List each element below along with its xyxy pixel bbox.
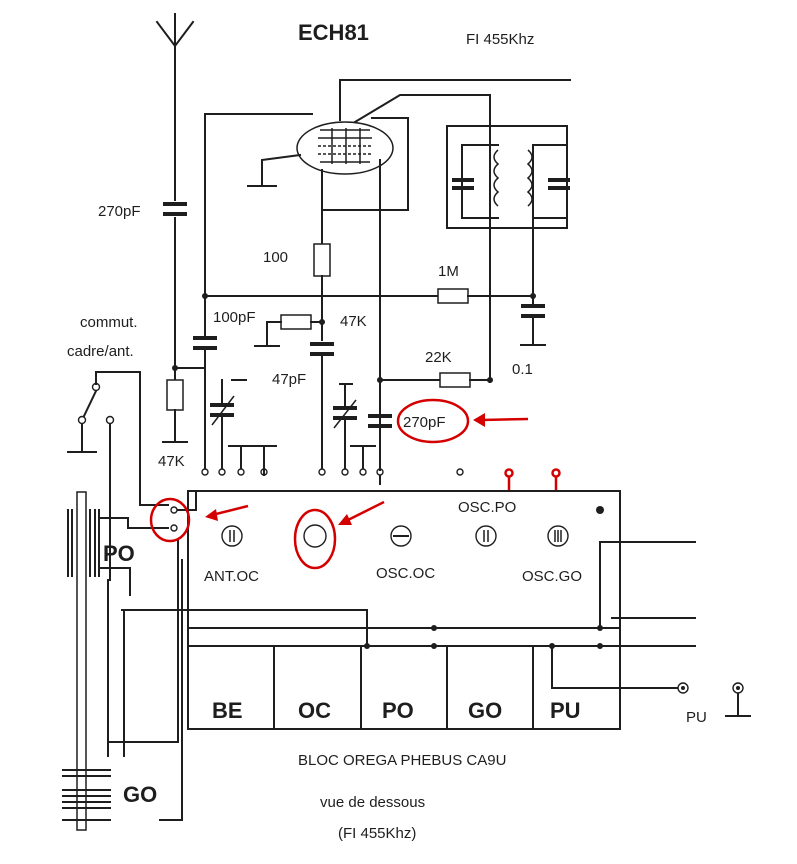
button-be: BE — [212, 698, 243, 723]
capacitor-47pf — [310, 342, 334, 356]
if-transformer — [446, 125, 570, 229]
switch-label-2: cadre/ant. — [67, 343, 134, 360]
c-270pf-osc-label: 270pF — [403, 414, 446, 431]
tube-ech81 — [296, 121, 394, 175]
r-22k-label: 22K — [425, 349, 452, 366]
resistor-47k-left — [166, 379, 184, 411]
antenna-switch — [67, 371, 169, 581]
resistor-22k — [439, 372, 471, 388]
r-47k-left-label: 47K — [158, 453, 185, 470]
osc-po-label: OSC.PO — [458, 499, 516, 516]
caption-line-3: (FI 455Khz) — [338, 825, 416, 842]
resistor-47k-mid — [280, 314, 312, 330]
capacitor-0-1 — [521, 304, 545, 318]
highlight-ellipse-trimmer — [293, 508, 337, 570]
highlight-arrow-1 — [205, 504, 249, 521]
capacitor-100pf — [193, 336, 217, 350]
trimmer-osc-oc — [390, 525, 412, 547]
tube-title: ECH81 — [298, 20, 369, 45]
highlight-arrow-3 — [473, 413, 529, 427]
ant-oc-label: ANT.OC — [204, 568, 259, 585]
pu-jack-1 — [677, 682, 689, 694]
c-47pf-label: 47pF — [272, 371, 306, 388]
block-terminals — [201, 468, 464, 476]
button-oc: OC — [298, 698, 331, 723]
r-100-label: 100 — [263, 249, 288, 266]
button-go: GO — [468, 698, 502, 723]
trimmer-osc-po — [475, 525, 497, 547]
resistor-1m — [437, 288, 469, 304]
osc-po-terminals — [504, 468, 561, 492]
caption-line-1: BLOC OREGA PHEBUS CA9U — [298, 752, 506, 769]
highlight-arrow-2 — [338, 500, 385, 525]
button-pu: PU — [550, 698, 581, 723]
pu-jack-2 — [725, 682, 751, 717]
osc-oc-label: OSC.OC — [376, 565, 435, 582]
ferrite-rod-antenna — [62, 491, 111, 831]
coil-po-label: PO — [103, 541, 135, 566]
highlight-ellipse-270pf — [396, 398, 470, 444]
pu-label: PU — [686, 709, 707, 726]
fi-top-label: FI 455Khz — [466, 31, 534, 48]
osc-go-label: OSC.GO — [522, 568, 582, 585]
trimmer-ant-oc — [221, 525, 243, 547]
c-100pf-label: 100pF — [213, 309, 256, 326]
variable-capacitor-ant — [210, 379, 247, 471]
variable-capacitor-osc — [333, 383, 357, 471]
r-1m-label: 1M — [438, 263, 459, 280]
c-antenna-label: 270pF — [98, 203, 141, 220]
resistor-100 — [313, 243, 331, 277]
c-0-1-label: 0.1 — [512, 361, 533, 378]
antenna-capacitor — [163, 202, 187, 216]
trimmer-unlabeled — [303, 524, 327, 548]
r-47k-mid-label: 47K — [340, 313, 367, 330]
highlight-ellipse-switch-terminals — [149, 497, 191, 543]
coil-go-label: GO — [123, 782, 157, 807]
caption-line-2: vue de dessous — [320, 794, 425, 811]
antenna-symbol — [155, 13, 195, 48]
switch-label-1: commut. — [80, 314, 138, 331]
trimmer-osc-go — [547, 525, 569, 547]
button-po: PO — [382, 698, 414, 723]
